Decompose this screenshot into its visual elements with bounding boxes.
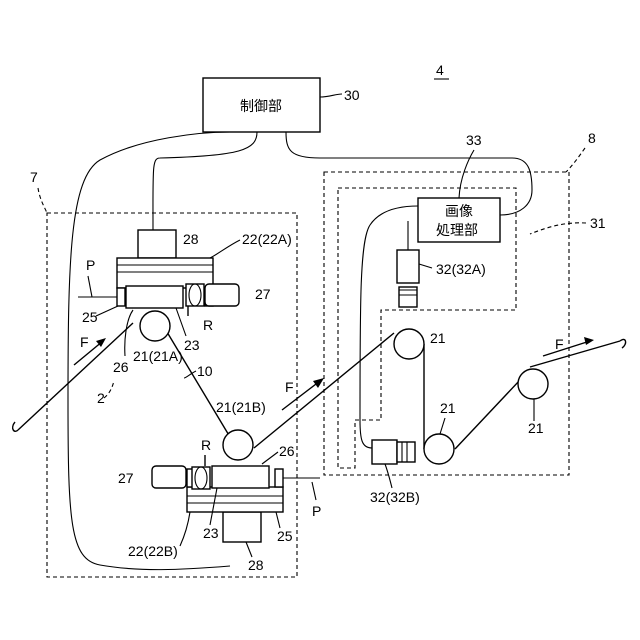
head-b-28 <box>223 512 261 542</box>
ref-cam-a: 32(32A) <box>436 261 486 277</box>
roller-21a <box>140 311 170 341</box>
label-R-top: R <box>203 317 213 333</box>
leader-7 <box>38 188 47 213</box>
label-P-top: P <box>86 257 95 273</box>
ref-26a: 26 <box>113 359 129 375</box>
ref-27a: 27 <box>255 286 271 302</box>
head-b-23 <box>212 466 269 488</box>
ref-31: 31 <box>590 215 606 231</box>
leader-30 <box>320 94 342 97</box>
ref-21-bottom: 21 <box>440 400 456 416</box>
web-break-right <box>620 339 626 348</box>
label-F2: F <box>285 379 294 395</box>
web-break-left <box>13 422 18 431</box>
ref-7: 7 <box>30 169 38 185</box>
camera-32b-body <box>372 440 397 464</box>
ref-23b: 23 <box>203 525 219 541</box>
ref-21-top: 21 <box>430 330 446 346</box>
ref-head-a: 22(22A) <box>242 231 292 247</box>
roller-21b <box>223 430 253 460</box>
ref-30: 30 <box>344 87 360 103</box>
label-F3: F <box>555 336 564 352</box>
label-F1: F <box>80 334 89 350</box>
ref-27b: 27 <box>118 470 134 486</box>
head-a-28 <box>138 230 176 258</box>
ref-28a: 28 <box>183 231 199 247</box>
image-proc-label-1: 画像 <box>445 204 473 220</box>
ref-21b: 21(21B) <box>216 399 266 415</box>
roller-21-top <box>394 329 424 359</box>
ref-head-b: 22(22B) <box>128 543 178 559</box>
leader-8 <box>566 148 585 172</box>
leader-cam-a <box>419 264 432 268</box>
label-P-bottom: P <box>312 503 321 519</box>
web-in <box>18 323 133 430</box>
ref-33: 33 <box>466 132 482 148</box>
leader-31 <box>530 223 586 234</box>
roller-21-right <box>518 369 548 399</box>
ref-28b: 28 <box>248 557 264 573</box>
ref-2: 2 <box>97 390 105 406</box>
flow-arrow-3 <box>543 341 590 356</box>
image-proc-label-2: 処理部 <box>436 223 478 239</box>
ref-25a: 25 <box>82 309 98 325</box>
web-up <box>455 380 520 449</box>
ref-23a: 23 <box>184 337 200 353</box>
label-R-bottom: R <box>201 437 211 453</box>
wire-control-to-head-a <box>153 132 257 230</box>
camera-32b-lens <box>397 442 415 462</box>
control-unit-label: 制御部 <box>240 99 282 115</box>
figure-number: 4 <box>436 62 444 78</box>
camera-32a-body <box>397 250 419 283</box>
ref-25b: 25 <box>277 528 293 544</box>
web-out <box>530 341 620 367</box>
leader-cam-b <box>385 464 392 488</box>
roller-21-bottom <box>424 434 454 464</box>
ref-10: 10 <box>197 363 213 379</box>
wire-proc-to-cam-b <box>360 206 418 448</box>
ref-21-right: 21 <box>528 420 544 436</box>
ref-cam-b: 32(32B) <box>370 489 420 505</box>
ref-26b: 26 <box>279 443 295 459</box>
ref-8: 8 <box>588 130 596 146</box>
head-a-motor-27 <box>205 284 239 306</box>
head-b-frame <box>187 487 283 512</box>
ref-21a: 21(21A) <box>133 348 183 364</box>
leader-33 <box>459 150 474 198</box>
head-b-motor-27 <box>152 466 186 488</box>
head-a-23 <box>126 286 183 308</box>
